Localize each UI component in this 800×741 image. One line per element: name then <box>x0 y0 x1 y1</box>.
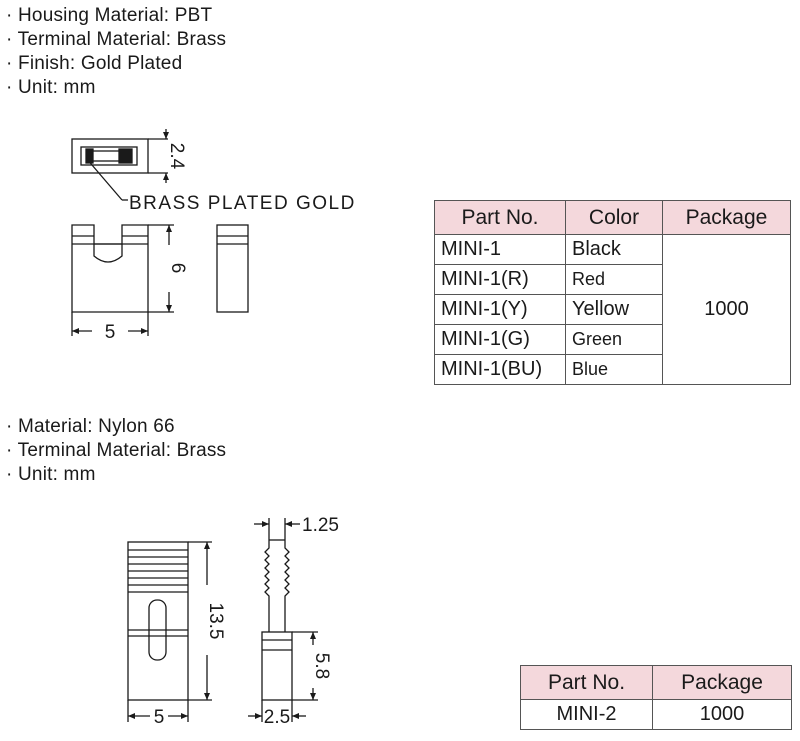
mini2-front-view <box>127 541 212 722</box>
mini1-side-view <box>216 224 249 313</box>
dim-depth-label-2: 2.5 <box>264 707 290 728</box>
spec-list-1: · Housing Material: PBT · Terminal Mater… <box>6 4 226 100</box>
mini1-top-view <box>71 129 169 201</box>
cell-part: MINI-2 <box>519 699 654 730</box>
spec-item: · Terminal Material: Brass <box>6 29 227 50</box>
cell-package: 1000 <box>662 234 791 385</box>
cell-package: 1000 <box>652 699 792 730</box>
mini2-side-view <box>248 518 318 722</box>
table-row: MINI-2 1000 <box>519 699 792 730</box>
callout-label: BRASS PLATED GOLD <box>129 193 356 214</box>
dim-depth-label: 2.4 <box>166 143 187 170</box>
dim-width-label-2: 5 <box>154 707 165 728</box>
cell-part: MINI-1(R) <box>434 264 566 295</box>
spec-item: · Unit: mm <box>6 77 96 98</box>
dim-total-height-label: 13.5 <box>205 603 226 640</box>
dim-lower-label: 5.8 <box>311 653 332 679</box>
table-header-row: Part No. Color Package <box>434 200 791 235</box>
table-row: MINI-1(G) Green <box>434 324 791 355</box>
header-part-no: Part No. <box>519 665 654 700</box>
spec-item: · Material: Nylon 66 <box>6 416 175 437</box>
cell-part: MINI-1(Y) <box>434 294 566 325</box>
cell-part: MINI-1(G) <box>434 324 566 355</box>
mini2-spec-table: Part No. Package MINI-2 1000 <box>519 665 792 730</box>
dim-pitch-label: 1.25 <box>302 515 339 536</box>
table-row: MINI-1(Y) Yellow <box>434 294 791 325</box>
table-row: MINI-1 Black 1000 <box>434 234 791 385</box>
cell-color: Black <box>565 234 663 265</box>
cell-part: MINI-1(BU) <box>434 354 566 385</box>
header-color: Color <box>565 200 663 235</box>
cell-part: MINI-1 <box>434 234 566 265</box>
cell-color: Red <box>565 264 663 295</box>
dim-width-label: 5 <box>105 322 116 343</box>
spec-item: · Terminal Material: Brass <box>6 440 227 461</box>
cell-color: Green <box>565 324 663 355</box>
header-package: Package <box>652 665 792 700</box>
header-package: Package <box>662 200 791 235</box>
spec-item: · Housing Material: PBT <box>6 5 213 26</box>
spec-item: · Unit: mm <box>6 464 96 485</box>
spec-list-2: · Material: Nylon 66 · Terminal Material… <box>6 415 226 487</box>
table-row: MINI-1(BU) Blue <box>434 354 791 385</box>
dim-height-label: 6 <box>167 263 188 274</box>
table-header-row: Part No. Package <box>519 665 792 700</box>
spec-item: · Finish: Gold Plated <box>6 53 183 74</box>
header-part-no: Part No. <box>434 200 566 235</box>
mini1-front-view <box>71 224 174 336</box>
cell-color: Blue <box>565 354 663 385</box>
mini1-spec-table: Part No. Color Package MINI-1 Black 1000… <box>434 200 791 385</box>
cell-color: Yellow <box>565 294 663 325</box>
